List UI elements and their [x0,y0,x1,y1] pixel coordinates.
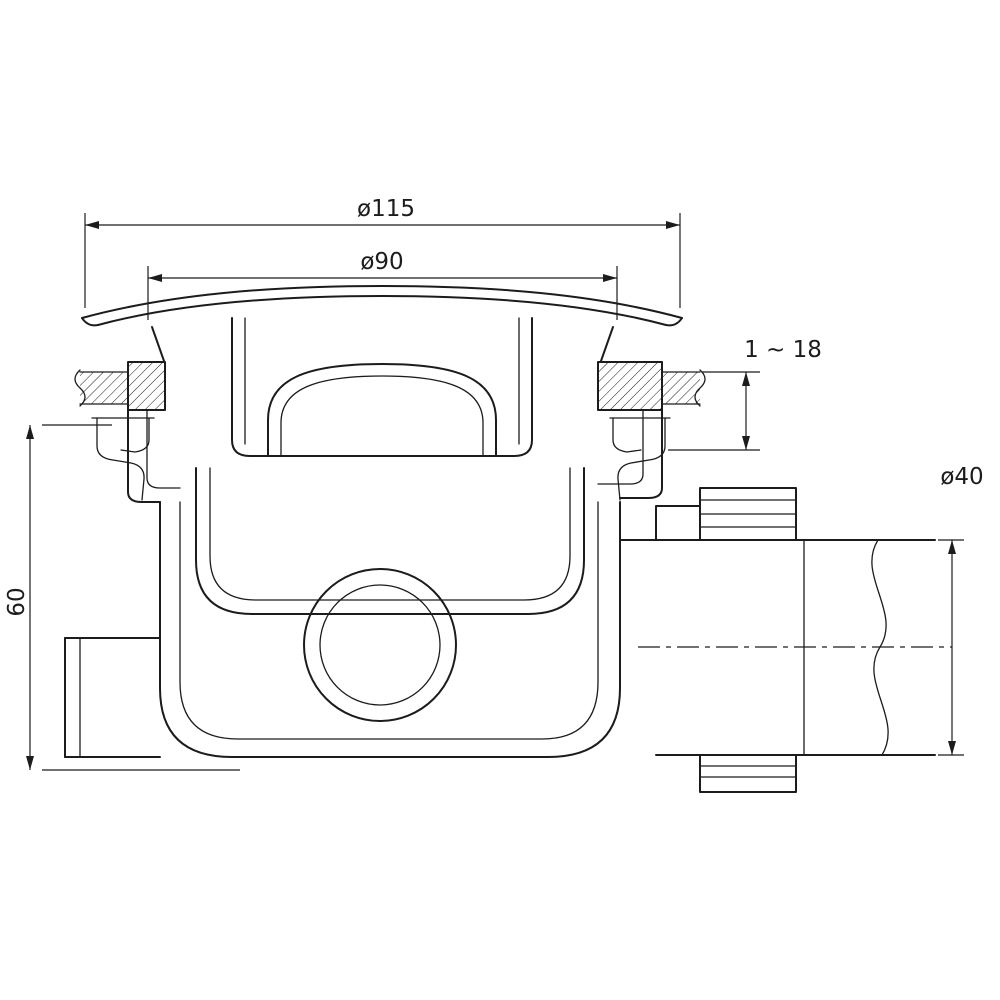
body-right-wall-inner [597,409,644,485]
body-left-wall-inner [146,409,181,489]
grate-frame [151,317,614,457]
cover-right-tip [665,317,683,327]
flange-left-outline [127,361,166,411]
dimension-40: ø40 [938,464,984,756]
clamp-clip-right [609,417,671,501]
dim60-arrow-bottom [26,756,34,770]
tray-section-left [74,361,166,411]
tray-section-right [597,361,706,411]
clip-left-outer-hook [96,417,145,501]
collar-step [655,505,701,541]
cover-outer-arc [81,285,683,319]
cover-cap [81,285,683,327]
siphon-cup-inner [209,467,571,601]
dim90-label: ø90 [360,249,403,275]
outlet-hole-inner [319,584,441,706]
collar-lower [699,754,797,793]
dimension-60: 60 [4,424,240,771]
tray-left-hatch [80,372,128,404]
dim118-arrow-bottom [742,436,750,450]
dim118-arrow-top [742,372,750,386]
trap-body [127,409,663,758]
dim90-arrow-right [603,274,617,282]
dim60-label: 60 [4,587,30,616]
body-left-wall-outer [127,409,161,503]
clip-right-outer-hook [617,417,666,501]
clip-right-inner-hook [612,417,642,453]
dim115-arrow-left [85,221,99,229]
cover-left-tip [81,317,99,327]
dimension-1-18: 1 ~ 18 [668,337,822,451]
outlet-pipe [619,487,952,793]
bowl-inner [179,501,599,740]
dimension-90: ø90 [147,249,618,320]
dim60-arrow-top [26,425,34,439]
dim40-arrow-top [948,540,956,554]
siphon-cup-outer [195,467,585,615]
inlet-stub [64,637,161,758]
body-right-wall-outer [619,409,663,499]
tray-right-break-line [694,369,706,407]
dim118-label: 1 ~ 18 [744,337,822,363]
dim115-label: ø115 [357,196,415,222]
flange-right-hatch [598,362,662,410]
outlet-hole-outer [303,568,457,722]
dim90-arrow-left [148,274,162,282]
frame-left-slant [151,326,165,362]
frame-right-slant [600,326,614,362]
bell-arch-inner [280,375,484,457]
flange-left-hatch [128,362,165,410]
clamp-clip-left [91,417,155,501]
dimension-115: ø115 [84,196,681,308]
cover-inner-arc [97,295,667,326]
tray-right-hatch [662,372,700,404]
clip-left-inner-hook [120,417,150,453]
dim40-arrow-bottom [948,741,956,755]
dim40-label: ø40 [940,464,983,490]
bell-arch-outer [267,363,497,457]
dim115-arrow-right [666,221,680,229]
cup-outer-wall [231,317,533,457]
bowl-outer [159,501,621,758]
tray-left-break-line [74,369,86,407]
